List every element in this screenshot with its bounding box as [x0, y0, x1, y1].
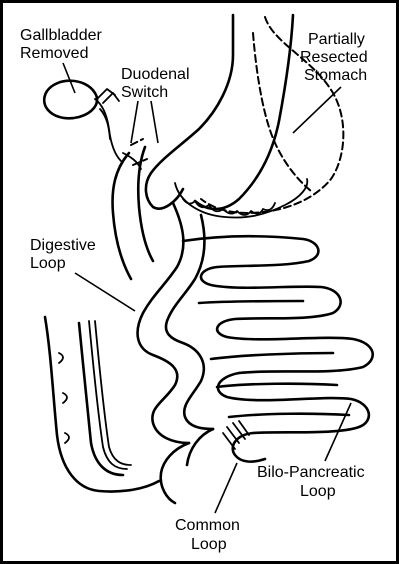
label-duodenal-line2: Switch	[121, 84, 168, 101]
label-gallbladder-line1: Gallbladder	[20, 27, 103, 44]
label-gallbladder-removed: Gallbladder Removed	[20, 27, 106, 62]
common-loop-segment	[161, 443, 189, 503]
colon-band-2	[95, 321, 131, 465]
leader-lines	[63, 63, 351, 513]
duodenum-shape	[113, 139, 153, 279]
leader-duodenal-right	[151, 101, 158, 143]
duodenum-outer	[113, 153, 131, 279]
label-bilo-line1: Bilo-Pancreatic	[257, 464, 365, 481]
label-bilo-line2: Loop	[300, 483, 336, 500]
label-stomach-line2: Resected	[300, 49, 368, 66]
gallbladder-shape	[44, 81, 121, 161]
colon-band-1	[89, 321, 127, 469]
label-duodenal-switch: Duodenal Switch	[121, 66, 194, 101]
common-loop-segment-inner	[187, 429, 213, 465]
label-stomach-line1: Partially	[308, 31, 365, 48]
label-digestive-line2: Loop	[30, 255, 66, 272]
stomach-sleeve-outer	[195, 15, 293, 209]
label-common-loop: Common Loop	[175, 517, 244, 553]
label-partially-resected-stomach: Partially Resected Stomach	[300, 31, 372, 84]
label-common-line2: Loop	[191, 536, 227, 553]
bowel-loop-inner-lines	[199, 301, 333, 359]
digestive-loop-inner	[166, 215, 213, 429]
leader-common	[215, 463, 237, 513]
stomach-lesser-curve	[146, 15, 233, 209]
colon-haustra	[59, 353, 69, 443]
label-gallbladder-line2: Removed	[20, 45, 88, 62]
label-bilo-pancreatic-loop: Bilo-Pancreatic Loop	[257, 464, 369, 500]
label-common-line1: Common	[175, 517, 240, 534]
gallbladder-sac	[44, 81, 97, 119]
bowel-loop-upper	[183, 236, 373, 373]
colon-inner	[79, 323, 123, 475]
duodenal-switch-anatomy-diagram: Gallbladder Removed Duodenal Switch Part…	[3, 3, 396, 561]
bowel-loop-end	[233, 433, 265, 462]
leader-gallbladder	[63, 63, 75, 93]
label-digestive-loop: Digestive Loop	[30, 237, 100, 272]
label-digestive-line1: Digestive	[30, 237, 96, 254]
leader-digestive	[75, 273, 135, 311]
label-duodenal-line1: Duodenal	[121, 66, 190, 83]
leader-duodenal-left	[131, 101, 138, 143]
cystic-duct-stub-2	[103, 93, 119, 103]
duodenal-stump	[123, 153, 141, 169]
